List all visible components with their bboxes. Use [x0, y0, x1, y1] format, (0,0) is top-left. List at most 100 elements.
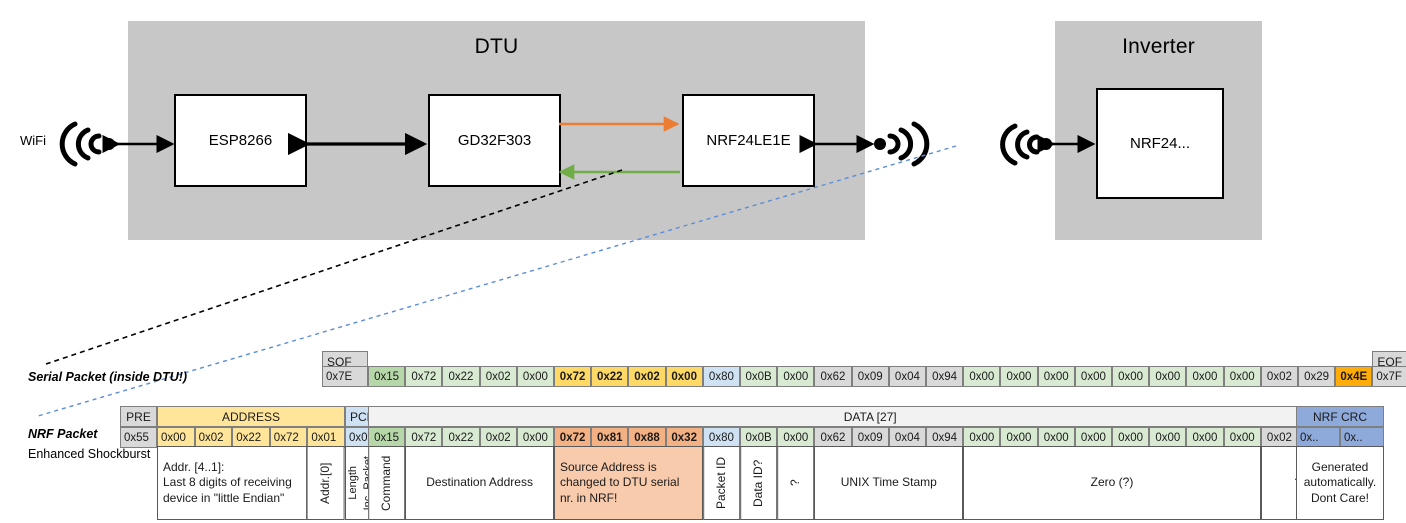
- nrf-byte-1: 0x72: [405, 427, 443, 448]
- nrf-byte-10: 0x0B: [740, 427, 778, 448]
- nrf-header-pre: PRE: [120, 406, 157, 427]
- serial-byte-11: 0x00: [777, 366, 815, 387]
- chip-esp8266-label: ESP8266: [208, 132, 273, 149]
- desc-cell-1: Addr.[0]: [307, 446, 345, 520]
- nrf-pre-value: 0x55: [120, 427, 157, 448]
- nrf-address-byte-0: 0x00: [157, 427, 195, 448]
- nrf-address-byte-1: 0x02: [194, 427, 233, 448]
- serial-byte-26: 0x4E: [1335, 366, 1373, 387]
- serial-packet-row-label: Serial Packet (inside DTU!): [28, 370, 188, 384]
- desc-cell-8: ?: [777, 446, 815, 520]
- nrf-byte-13: 0x09: [851, 427, 889, 448]
- chip-esp8266: ESP8266: [174, 94, 307, 187]
- serial-byte-1: 0x72: [405, 366, 443, 387]
- chip-gd32f303-label: GD32F303: [457, 132, 532, 149]
- nrf-byte-3: 0x02: [479, 427, 517, 448]
- serial-byte-7: 0x02: [628, 366, 666, 387]
- nrf-header-crc: NRF CRC: [1296, 406, 1384, 427]
- chip-nrf24-label: NRF24...: [1129, 135, 1190, 152]
- nrf-address-byte-3: 0x72: [269, 427, 308, 448]
- nrf-address-byte-2: 0x22: [232, 427, 270, 448]
- desc-line: Length: [346, 466, 359, 500]
- nrf-packet-row-label: NRF Packet: [28, 427, 98, 441]
- nrf-byte-17: 0x00: [1000, 427, 1038, 448]
- desc-cell-10: Zero (?): [963, 446, 1261, 520]
- nrf-byte-8: 0x32: [665, 427, 703, 448]
- serial-byte-6: 0x22: [591, 366, 629, 387]
- desc-cell-6: Packet ID: [702, 446, 740, 520]
- serial-byte-19: 0x00: [1074, 366, 1112, 387]
- serial-byte-0: 0x15: [368, 366, 406, 387]
- nrf-byte-15: 0x94: [926, 427, 964, 448]
- nrf-byte-14: 0x04: [888, 427, 926, 448]
- serial-byte-10: 0x0B: [740, 366, 778, 387]
- nrf-byte-20: 0x00: [1112, 427, 1150, 448]
- serial-byte-17: 0x00: [1000, 366, 1038, 387]
- serial-byte-5: 0x72: [554, 366, 592, 387]
- serial-byte-25: 0x29: [1298, 366, 1336, 387]
- serial-byte-2: 0x22: [442, 366, 480, 387]
- nrf-byte-19: 0x00: [1074, 427, 1112, 448]
- serial-byte-12: 0x62: [814, 366, 852, 387]
- nrf-byte-7: 0x88: [628, 427, 666, 448]
- nrf-byte-4: 0x00: [516, 427, 554, 448]
- dtu-antenna-icon: [887, 121, 930, 167]
- serial-byte-14: 0x04: [888, 366, 926, 387]
- desc-cell-4: Destination Address: [405, 446, 554, 520]
- nrf-byte-18: 0x00: [1037, 427, 1075, 448]
- serial-byte-18: 0x00: [1037, 366, 1075, 387]
- nrf-byte-24: 0x02: [1260, 427, 1298, 448]
- nrf-byte-9: 0x80: [702, 427, 740, 448]
- nrf-address-byte-4: 0x01: [307, 427, 345, 448]
- nrf-byte-6: 0x81: [591, 427, 629, 448]
- nrf-byte-22: 0x00: [1186, 427, 1224, 448]
- serial-byte-20: 0x00: [1112, 366, 1150, 387]
- serial-byte-15: 0x94: [926, 366, 964, 387]
- callout-serial-packet: [45, 169, 623, 365]
- nrf-byte-21: 0x00: [1149, 427, 1187, 448]
- nrf-byte-12: 0x62: [814, 427, 852, 448]
- chip-nrf24: NRF24...: [1096, 88, 1224, 199]
- nrf-byte-16: 0x00: [963, 427, 1001, 448]
- serial-byte-9: 0x80: [702, 366, 740, 387]
- serial-byte-22: 0x00: [1186, 366, 1224, 387]
- chip-nrf24le1e-label: NRF24LE1E: [706, 132, 791, 149]
- inverter-enclosure: Inverter: [1055, 21, 1262, 240]
- nrf-byte-2: 0x22: [442, 427, 480, 448]
- wifi-antenna-dot: [103, 138, 115, 150]
- serial-byte-4: 0x00: [516, 366, 554, 387]
- nrf-byte-0: 0x15: [368, 427, 406, 448]
- serial-byte-13: 0x09: [851, 366, 889, 387]
- wifi-label: WiFi: [20, 133, 46, 148]
- chip-gd32f303: GD32F303: [428, 94, 561, 187]
- dtu-antenna-dot: [874, 138, 886, 150]
- desc-cell-7: Data ID?: [740, 446, 778, 520]
- nrf-header-data: DATA [27]: [368, 406, 1373, 427]
- serial-sof-value: 0x7E: [322, 366, 368, 387]
- nrf-byte-23: 0x00: [1223, 427, 1261, 448]
- wifi-antenna-icon: [59, 121, 102, 167]
- desc-cell-3: Command: [368, 446, 406, 520]
- serial-byte-23: 0x00: [1223, 366, 1261, 387]
- serial-byte-8: 0x00: [665, 366, 703, 387]
- nrf-crc-byte-1: 0x..: [1340, 427, 1384, 448]
- inverter-title: Inverter: [1122, 35, 1195, 58]
- inverter-antenna-dot: [1040, 138, 1052, 150]
- nrf-packet-sub-label: Enhanced Shockburst: [28, 447, 151, 461]
- desc-cell-9: UNIX Time Stamp: [814, 446, 964, 520]
- inverter-antenna-icon: [1000, 123, 1040, 166]
- serial-byte-16: 0x00: [963, 366, 1001, 387]
- serial-byte-21: 0x00: [1149, 366, 1187, 387]
- nrf-byte-5: 0x72: [554, 427, 592, 448]
- nrf-byte-11: 0x00: [777, 427, 815, 448]
- nrf-crc-byte-0: 0x..: [1296, 427, 1340, 448]
- serial-byte-3: 0x02: [479, 366, 517, 387]
- serial-eof-value: 0x7F: [1372, 366, 1406, 387]
- dtu-title: DTU: [474, 35, 519, 58]
- serial-byte-24: 0x02: [1260, 366, 1298, 387]
